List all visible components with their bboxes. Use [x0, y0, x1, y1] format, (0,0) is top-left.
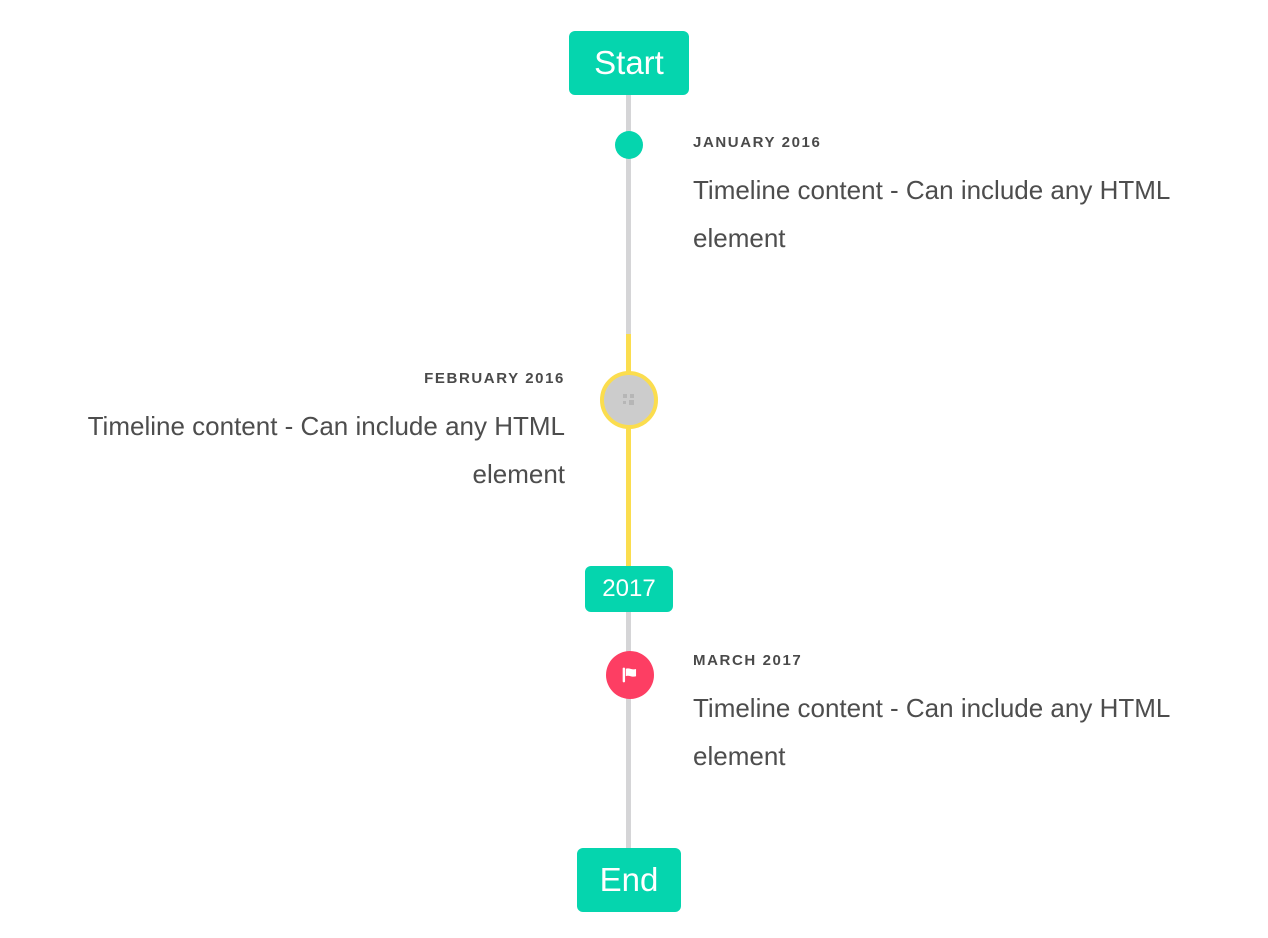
timeline-entry-body: Timeline content - Can include any HTML …: [693, 693, 1170, 772]
timeline-end-badge[interactable]: End: [577, 848, 681, 912]
timeline-entry-march: MARCH 2017 Timeline content - Can includ…: [693, 652, 1223, 781]
timeline-start-badge[interactable]: Start: [569, 31, 689, 95]
timeline-entry-body: Timeline content - Can include any HTML …: [693, 175, 1170, 254]
timeline-entry-january: JANUARY 2016 Timeline content - Can incl…: [693, 134, 1223, 263]
timeline-entry-date: JANUARY 2016: [693, 134, 822, 151]
timeline-entry-body: Timeline content - Can include any HTML …: [87, 411, 565, 490]
broken-image-icon: [623, 394, 634, 405]
timeline-marker-dot-icon[interactable]: [615, 131, 643, 159]
timeline-marker-broken-image-icon[interactable]: [600, 371, 658, 429]
timeline-rail-yellow: [626, 334, 631, 570]
timeline-entry-february: FEBRUARY 2016 Timeline content - Can inc…: [40, 370, 565, 499]
flag-icon: [622, 667, 637, 683]
timeline-entry-date: MARCH 2017: [693, 652, 803, 669]
timeline-rail-gray-bottom: [626, 608, 631, 858]
timeline-entry-date: FEBRUARY 2016: [424, 370, 565, 387]
timeline-year-badge[interactable]: 2017: [585, 566, 673, 612]
timeline-rail-gray-top: [626, 88, 631, 336]
timeline-marker-flag-icon[interactable]: [606, 651, 654, 699]
